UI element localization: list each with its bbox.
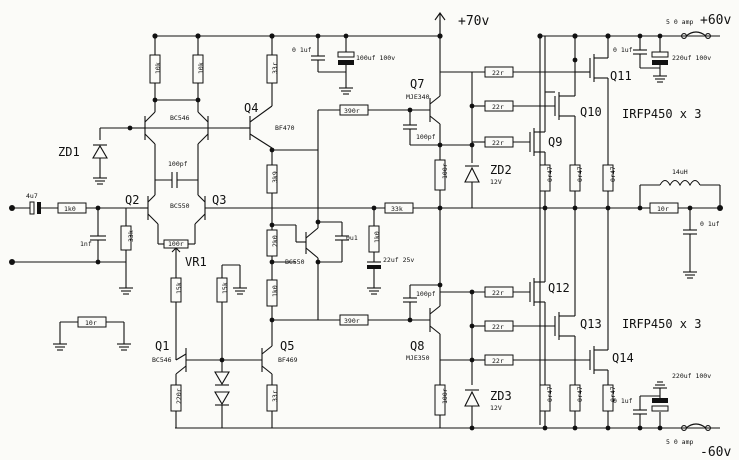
r-1k0-q5-value: 1k0 [271, 285, 279, 297]
r-390-top-value: 390r [344, 107, 360, 115]
mje350-label: MJE350 [406, 354, 430, 362]
rail-70v-label: +70v [458, 14, 489, 29]
r-33k-fb-value: 33k [391, 205, 403, 213]
rail-pos-label: +60v [700, 13, 731, 28]
c-100uf-value: 100uf 100v [356, 54, 395, 62]
rail-caps-top [633, 31, 711, 83]
q13-label: Q13 [580, 317, 602, 331]
bc546-q1-label: BC546 [152, 356, 172, 364]
output-top [440, 33, 614, 211]
bf469-label: BF469 [278, 356, 298, 364]
r-10r-zob-value: 10r [657, 205, 669, 213]
q10-label: Q10 [580, 105, 602, 119]
r-0r47-4: 0r47 [546, 386, 554, 402]
rail-neg-label: -60v [700, 445, 731, 460]
output-network [637, 179, 723, 279]
q1-current-source [170, 264, 278, 428]
output-bottom [440, 208, 614, 431]
r-0r47-6: 0r47 [609, 386, 617, 402]
vr1-label: VR1 [185, 255, 207, 269]
fuse-bot-label: 5 0 amp [666, 438, 693, 446]
r-22r-5: 22r [492, 323, 504, 331]
q14-label: Q14 [612, 351, 634, 365]
r-100r-q8-value: 100r [441, 388, 449, 404]
c-22uf-value: 22uf 25v [383, 256, 414, 264]
c-100pf-pair-value: 100pf [168, 160, 188, 168]
irfp-top-label: IRFP450 x 3 [622, 107, 701, 121]
r-390-bot-value: 390r [344, 317, 360, 325]
r-100r-q7-value: 100r [441, 163, 449, 179]
inductor-value: 14uH [672, 168, 688, 176]
v70-decoupling [311, 33, 355, 95]
r-10r-gnd-value: 10r [85, 319, 97, 327]
input-section [9, 201, 140, 295]
q12-label: Q12 [548, 281, 570, 295]
c-01uf-rb-value: 0 1uf [613, 397, 633, 405]
q4-label: Q4 [244, 101, 258, 115]
r-33r-value: 33r [271, 62, 279, 74]
r-10k-a-value: 10k [154, 62, 162, 74]
zd3-label: ZD3 [490, 389, 512, 403]
c-100pf-q8-value: 100pf [416, 290, 436, 298]
q3-label: Q3 [212, 193, 226, 207]
r-22r-6: 22r [492, 357, 504, 365]
r-15k-q1-value: 15k [175, 282, 183, 294]
r-22r-2: 22r [492, 103, 504, 111]
r-33k-gnd-value: 33k [127, 230, 135, 242]
r-3k9-value: 3k9 [271, 171, 279, 183]
c-01uf-top-value: 0 1uf [292, 46, 312, 54]
c-0u1-vbe-value: 0u1 [346, 234, 358, 242]
rail-caps-bottom [633, 381, 711, 431]
c-100pf-q7-value: 100pf [416, 133, 436, 141]
c-1nf-value: 1nf [80, 240, 92, 248]
q2-label: Q2 [125, 193, 139, 207]
feedback-network [230, 202, 640, 295]
q7-label: Q7 [410, 77, 424, 91]
bc550-pair-label: BC550 [170, 202, 190, 210]
zd2-voltage: 12V [490, 178, 502, 186]
r-0r47-1: 0r47 [546, 166, 554, 182]
ground-link [53, 316, 131, 351]
r-0r47-5: 0r47 [576, 386, 584, 402]
driver-stage [429, 33, 480, 431]
r-in-value: 1k0 [64, 205, 76, 213]
bc550-vbe-label: BC550 [285, 258, 305, 266]
r-22r-1: 22r [492, 69, 504, 77]
v70-arrow [434, 12, 446, 36]
fuse-top-label: 5 0 amp [666, 18, 693, 26]
q1-label: Q1 [155, 339, 169, 353]
zd3-voltage: 12V [490, 404, 502, 412]
q9-label: Q9 [548, 135, 562, 149]
c-220uf-bot-value: 220uf 100v [672, 372, 711, 380]
r-1k0-fb-value: 1k0 [373, 231, 381, 243]
vas-stage [240, 33, 440, 326]
c-220uf-top-value: 220uf 100v [672, 54, 711, 62]
bf470-label: BF470 [275, 124, 295, 132]
r-22r-4: 22r [492, 289, 504, 297]
r-2k0-value: 2k0 [271, 235, 279, 247]
zd1-label: ZD1 [58, 145, 80, 159]
input-stage [92, 33, 240, 278]
r-100r-vr1-value: 100r [168, 240, 184, 248]
r-220r-q1-value: 220r [175, 388, 183, 404]
r-0r47-2: 0r47 [576, 166, 584, 182]
c-01uf-rt-value: 0 1uf [613, 46, 633, 54]
r-22r-3: 22r [492, 139, 504, 147]
q5-label: Q5 [280, 339, 294, 353]
r-15k-b-value: 15k [221, 282, 229, 294]
positive-rail-wires [155, 20, 660, 425]
irfp-bot-label: IRFP450 x 3 [622, 317, 701, 331]
c-zob-value: 0 1uf [700, 220, 720, 228]
r-10k-b-value: 10k [197, 62, 205, 74]
bc546-top-label: BC546 [170, 114, 190, 122]
r-0r47-3: 0r47 [609, 166, 617, 182]
q8-label: Q8 [410, 339, 424, 353]
r-33r-q5-value: 33r [271, 390, 279, 402]
mje340-label: MJE340 [406, 93, 430, 101]
c-in-value: 4u7 [26, 192, 38, 200]
zd2-label: ZD2 [490, 163, 512, 177]
q11-label: Q11 [610, 69, 632, 83]
